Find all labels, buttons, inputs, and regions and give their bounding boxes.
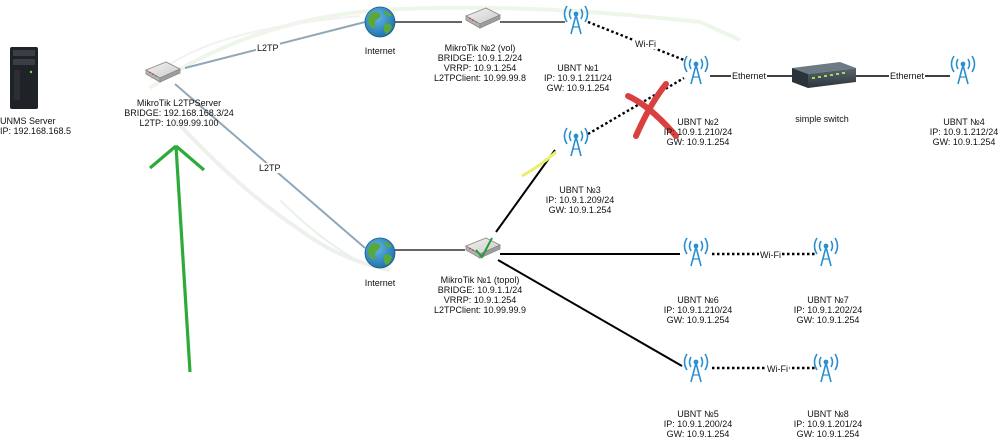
link-label-wifi-top: Wi-Fi — [634, 39, 657, 49]
cross-icon — [625, 81, 679, 139]
ubnt5-name: UBNT №5 — [677, 409, 719, 419]
label-ubnt6: UBNT №6 IP: 10.9.1.210/24 GW: 10.9.1.254 — [656, 295, 740, 325]
check-icon — [475, 237, 493, 259]
switch-icon — [792, 62, 856, 88]
label-internet-bottom: Internet — [355, 278, 405, 288]
label-ubnt8: UBNT №8 IP: 10.9.1.201/24 GW: 10.9.1.254 — [786, 409, 870, 439]
globe-icon-top — [364, 6, 396, 38]
l2tp-server-name: MikroTik L2TPServer — [136, 98, 222, 108]
antenna-icon-ubnt8 — [813, 353, 839, 383]
label-l2tp-server: MikroTik L2TPServer BRIDGE: 192.168.168.… — [104, 98, 254, 128]
ubnt6-name: UBNT №6 — [677, 295, 719, 305]
ubnt3-ip: IP: 10.9.1.209/24 — [545, 195, 615, 205]
link-label-wifi-mid: Wi-Fi — [759, 250, 782, 260]
arrow-icon — [148, 144, 206, 373]
mikrotik1-name: MikroTik №1 (topol) — [440, 275, 520, 285]
link-label-l2tp-bottom: L2TP — [258, 163, 282, 173]
ubnt7-ip: IP: 10.9.1.202/24 — [793, 305, 863, 315]
label-ubnt5: UBNT №5 IP: 10.9.1.200/24 GW: 10.9.1.254 — [656, 409, 740, 439]
globe-icon-bottom — [364, 237, 396, 269]
mikrotik2-name: MikroTik №2 (vol) — [444, 43, 516, 53]
router-icon-mikrotik2 — [465, 7, 501, 29]
highlight-loop-bottom-inner — [279, 199, 361, 263]
link-label-ethernet-1: Ethernet — [731, 71, 768, 81]
mikrotik1-vrrp: VRRP: 10.9.1.254 — [443, 295, 517, 305]
highlight-loop-bottom — [173, 118, 391, 272]
internet-top-name: Internet — [364, 46, 396, 56]
antenna-icon-ubnt4 — [950, 55, 976, 85]
link-label-wifi-bottom: Wi-Fi — [766, 364, 789, 374]
antenna-icon-ubnt7 — [813, 237, 839, 267]
label-ubnt4: UBNT №4 IP: 10.9.1.212/24 GW: 10.9.1.254 — [922, 117, 1006, 147]
ubnt6-gw: GW: 10.9.1.254 — [666, 315, 730, 325]
link-label-ethernet-2: Ethernet — [889, 71, 926, 81]
ubnt3-gw: GW: 10.9.1.254 — [548, 205, 612, 215]
label-unms-server: UNMS Server IP: 192.168.168.5 — [0, 116, 72, 136]
l2tp-server-bridge: BRIDGE: 192.168.168.3/24 — [124, 108, 234, 118]
label-mikrotik1: MikroTik №1 (topol) BRIDGE: 10.9.1.1/24 … — [420, 275, 540, 315]
ubnt2-ip: IP: 10.9.1.210/24 — [663, 127, 733, 137]
ubnt7-gw: GW: 10.9.1.254 — [796, 315, 860, 325]
link-mikrotik1-ubnt5 — [497, 259, 683, 367]
link-mikrotik1-ubnt3 — [495, 149, 556, 233]
mikrotik2-bridge: BRIDGE: 10.9.1.2/24 — [437, 53, 523, 63]
server-icon — [10, 47, 38, 109]
label-ubnt1: UBNT №1 IP: 10.9.1.211/24 GW: 10.9.1.254 — [538, 63, 618, 93]
highlight-stroke — [521, 150, 557, 178]
ubnt3-name: UBNT №3 — [559, 185, 601, 195]
antenna-icon-ubnt2 — [683, 55, 709, 85]
ubnt8-gw: GW: 10.9.1.254 — [796, 429, 860, 439]
internet-bottom-name: Internet — [364, 278, 396, 288]
l2tp-server-l2tp: L2TP: 10.99.99.100 — [139, 118, 219, 128]
ubnt8-ip: IP: 10.9.1.201/24 — [793, 419, 863, 429]
link-wifi-ubnt3-ubnt2 — [587, 76, 685, 136]
link-label-l2tp-top: L2TP — [256, 43, 280, 53]
label-internet-top: Internet — [355, 46, 405, 56]
mikrotik2-client: L2TPClient: 10.99.99.8 — [433, 73, 527, 83]
ubnt6-ip: IP: 10.9.1.210/24 — [663, 305, 733, 315]
unms-server-name: UNMS Server — [0, 116, 56, 126]
label-switch: simple switch — [775, 114, 869, 124]
unms-server-ip: IP: 192.168.168.5 — [0, 126, 72, 136]
antenna-icon-ubnt6 — [683, 237, 709, 267]
ubnt8-name: UBNT №8 — [807, 409, 849, 419]
antenna-icon-ubnt3 — [563, 127, 589, 157]
ubnt5-ip: IP: 10.9.1.200/24 — [663, 419, 733, 429]
ubnt2-gw: GW: 10.9.1.254 — [666, 137, 730, 147]
ubnt1-gw: GW: 10.9.1.254 — [546, 83, 610, 93]
ubnt4-ip: IP: 10.9.1.212/24 — [929, 127, 999, 137]
ubnt5-gw: GW: 10.9.1.254 — [666, 429, 730, 439]
ubnt4-gw: GW: 10.9.1.254 — [932, 137, 996, 147]
label-ubnt3: UBNT №3 IP: 10.9.1.209/24 GW: 10.9.1.254 — [538, 185, 622, 215]
mikrotik1-client: L2TPClient: 10.99.99.9 — [433, 305, 527, 315]
label-ubnt2: UBNT №2 IP: 10.9.1.210/24 GW: 10.9.1.254 — [656, 117, 740, 147]
ubnt1-ip: IP: 10.9.1.211/24 — [544, 73, 612, 83]
switch-name: simple switch — [795, 114, 849, 124]
ubnt1-name: UBNT №1 — [557, 63, 599, 73]
mikrotik2-vrrp: VRRP: 10.9.1.254 — [443, 63, 517, 73]
mikrotik1-bridge: BRIDGE: 10.9.1.1/24 — [437, 285, 523, 295]
label-ubnt7: UBNT №7 IP: 10.9.1.202/24 GW: 10.9.1.254 — [786, 295, 870, 325]
ubnt2-name: UBNT №2 — [677, 117, 719, 127]
antenna-icon-ubnt5 — [683, 353, 709, 383]
ubnt4-name: UBNT №4 — [943, 117, 985, 127]
ubnt7-name: UBNT №7 — [807, 295, 849, 305]
label-mikrotik2: MikroTik №2 (vol) BRIDGE: 10.9.1.2/24 VR… — [420, 43, 540, 83]
